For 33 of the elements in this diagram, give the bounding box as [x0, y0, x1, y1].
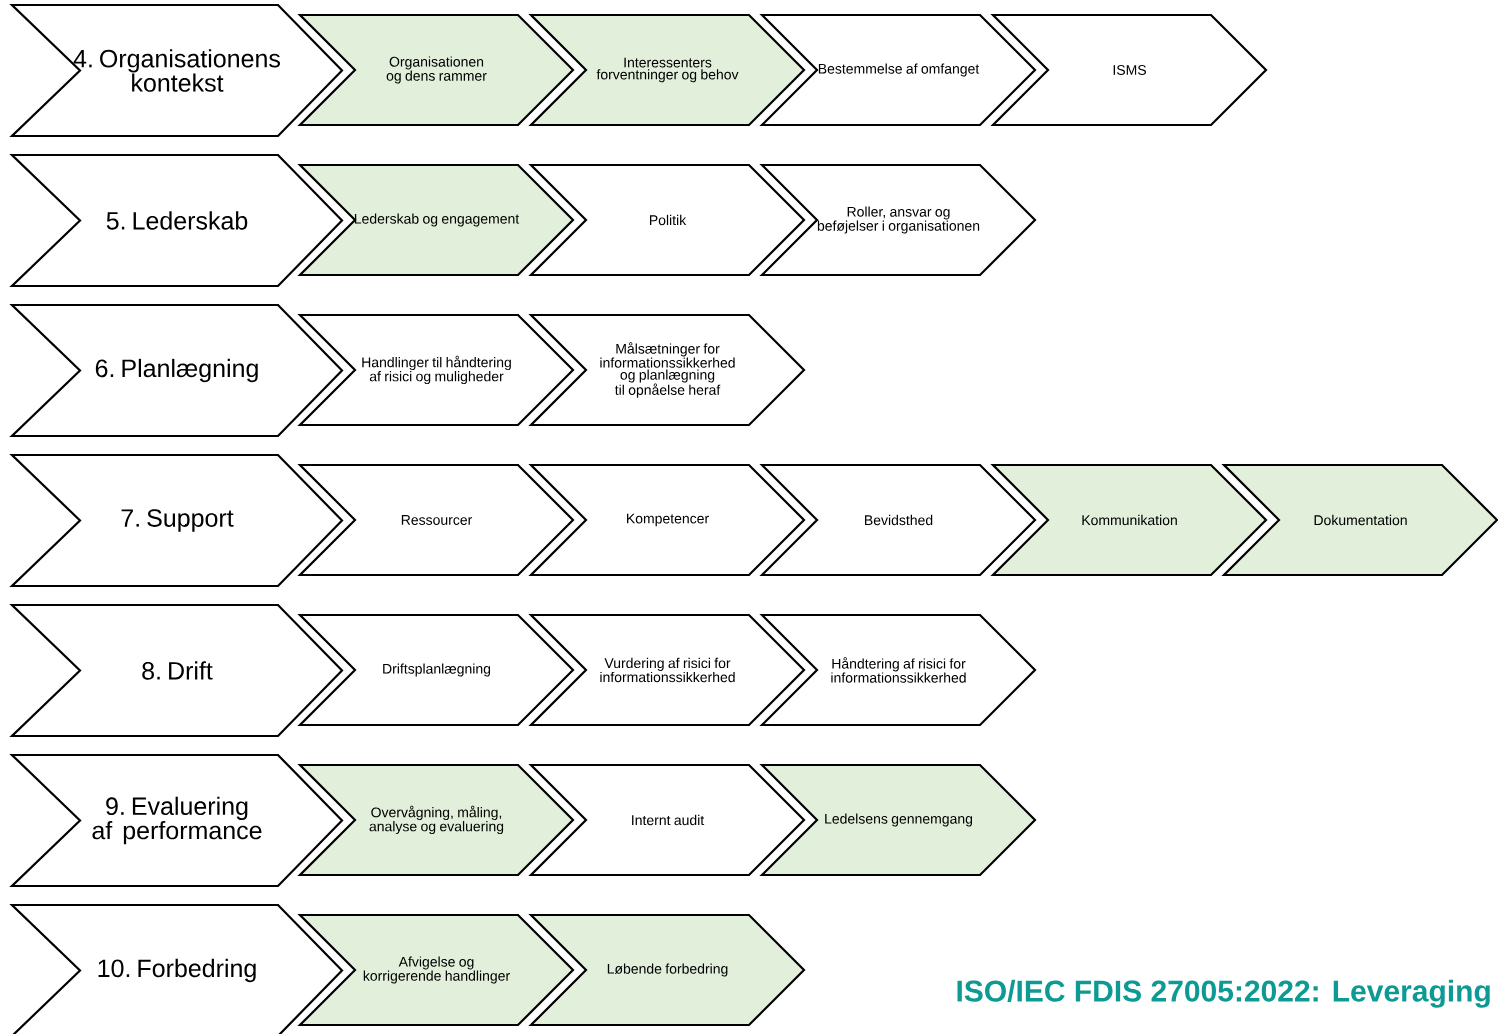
section-box: 4. Organisationens kontekst	[9, 3, 344, 138]
step-box: Kompetencer	[528, 463, 806, 577]
step-box: Interessenters forventninger og behov	[528, 13, 806, 127]
step-box: Ressourcer	[297, 463, 575, 577]
step-box: Bevidsthed	[759, 463, 1037, 577]
step-box: ISMS	[990, 13, 1268, 127]
step-box: Politik	[528, 163, 806, 277]
step-box: Dokumentation	[1221, 463, 1498, 577]
step-box: Vurdering af risici for informationssikkerhed	[528, 613, 806, 727]
step-box: Lederskab og engagement	[297, 163, 575, 277]
section-box: 9. Evaluering af performance	[9, 753, 344, 888]
step-box: Afvigelse og korrigerende handlinger	[297, 913, 575, 1027]
step-box: Håndtering af risici for informationssikkerhed	[759, 613, 1037, 727]
step-box: Handlinger til håndtering af risici og muligheder	[297, 313, 575, 427]
step-box: Driftsplanlægning	[297, 613, 575, 727]
step-box: Kommunikation	[990, 463, 1268, 577]
section-box: 6. Planlægning	[9, 303, 344, 438]
step-box: Bestemmelse af omfanget	[759, 13, 1037, 127]
node-label: Løbende forbedring	[607, 963, 728, 977]
section-box: 8. Drift	[9, 603, 344, 738]
step-box: Organisationen og dens rammer	[297, 13, 575, 127]
section-box: 10. Forbedring	[9, 903, 344, 1034]
step-box: Internt audit	[528, 763, 806, 877]
step-box: Målsætninger for informationssikkerhed og planlægning til opnåelse heraf	[528, 313, 806, 427]
step-box: Roller, ansvar og beføjelser i organisationen	[759, 163, 1037, 277]
step-box: Ledelsens gennemgang	[759, 763, 1037, 877]
node-label: Afvigelse og korrigerende handlinger	[363, 956, 510, 984]
step-box: Overvågning, måling, analyse og evaluering	[297, 763, 575, 877]
step-box: Løbende forbedring	[528, 913, 806, 1027]
section-box: 5. Lederskab	[9, 153, 344, 288]
footer-text: ISO/IEC FDIS 27005:2022: Leveraging	[957, 979, 1490, 1008]
node-label: Dokumentation	[1314, 514, 1407, 526]
section-box: 7. Support	[9, 453, 344, 588]
